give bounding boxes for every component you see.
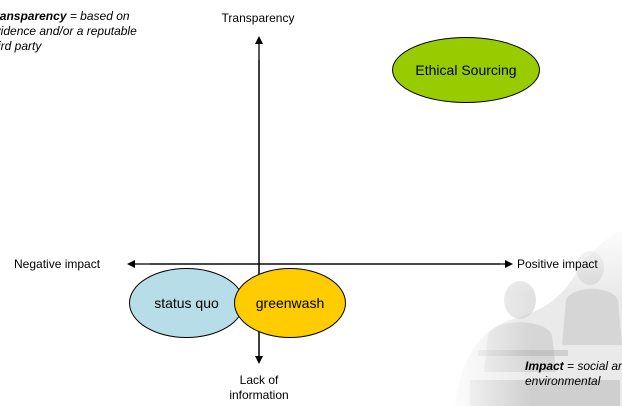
axis-label-lack-of-information: Lack of information [229, 373, 288, 403]
note-line-third-party: third party [0, 39, 42, 53]
note-line-evidence: evidence and/or a reputable [0, 24, 137, 38]
status-quo-label: status quo [154, 295, 219, 311]
axis-label-negative-impact: Negative impact [14, 257, 101, 271]
note-definition-transparency: = based on [66, 9, 130, 23]
axis-label-transparency: Transparency [221, 11, 295, 25]
status-quo-bubble: status quo [129, 268, 244, 338]
impact-definition-note: Impact = social and environmental [525, 359, 622, 389]
note-term-impact: Impact [525, 359, 564, 373]
transparency-definition-note: Transparency = based on evidence and/or … [0, 9, 137, 54]
greenwash-bubble: greenwash [234, 268, 346, 338]
note-term-transparency: Transparency [0, 9, 67, 23]
axis-label-information: information [229, 388, 289, 402]
axis-label-positive-impact: Positive impact [517, 257, 598, 271]
note-line-environmental: environmental [525, 374, 601, 388]
greenwash-label: greenwash [255, 295, 325, 311]
ethical-sourcing-label: Ethical Sourcing [415, 62, 517, 78]
ethical-sourcing-bubble: Ethical Sourcing [392, 37, 540, 103]
axis-label-lack-of: Lack of [239, 373, 279, 387]
note-definition-impact: = social and [567, 359, 622, 373]
